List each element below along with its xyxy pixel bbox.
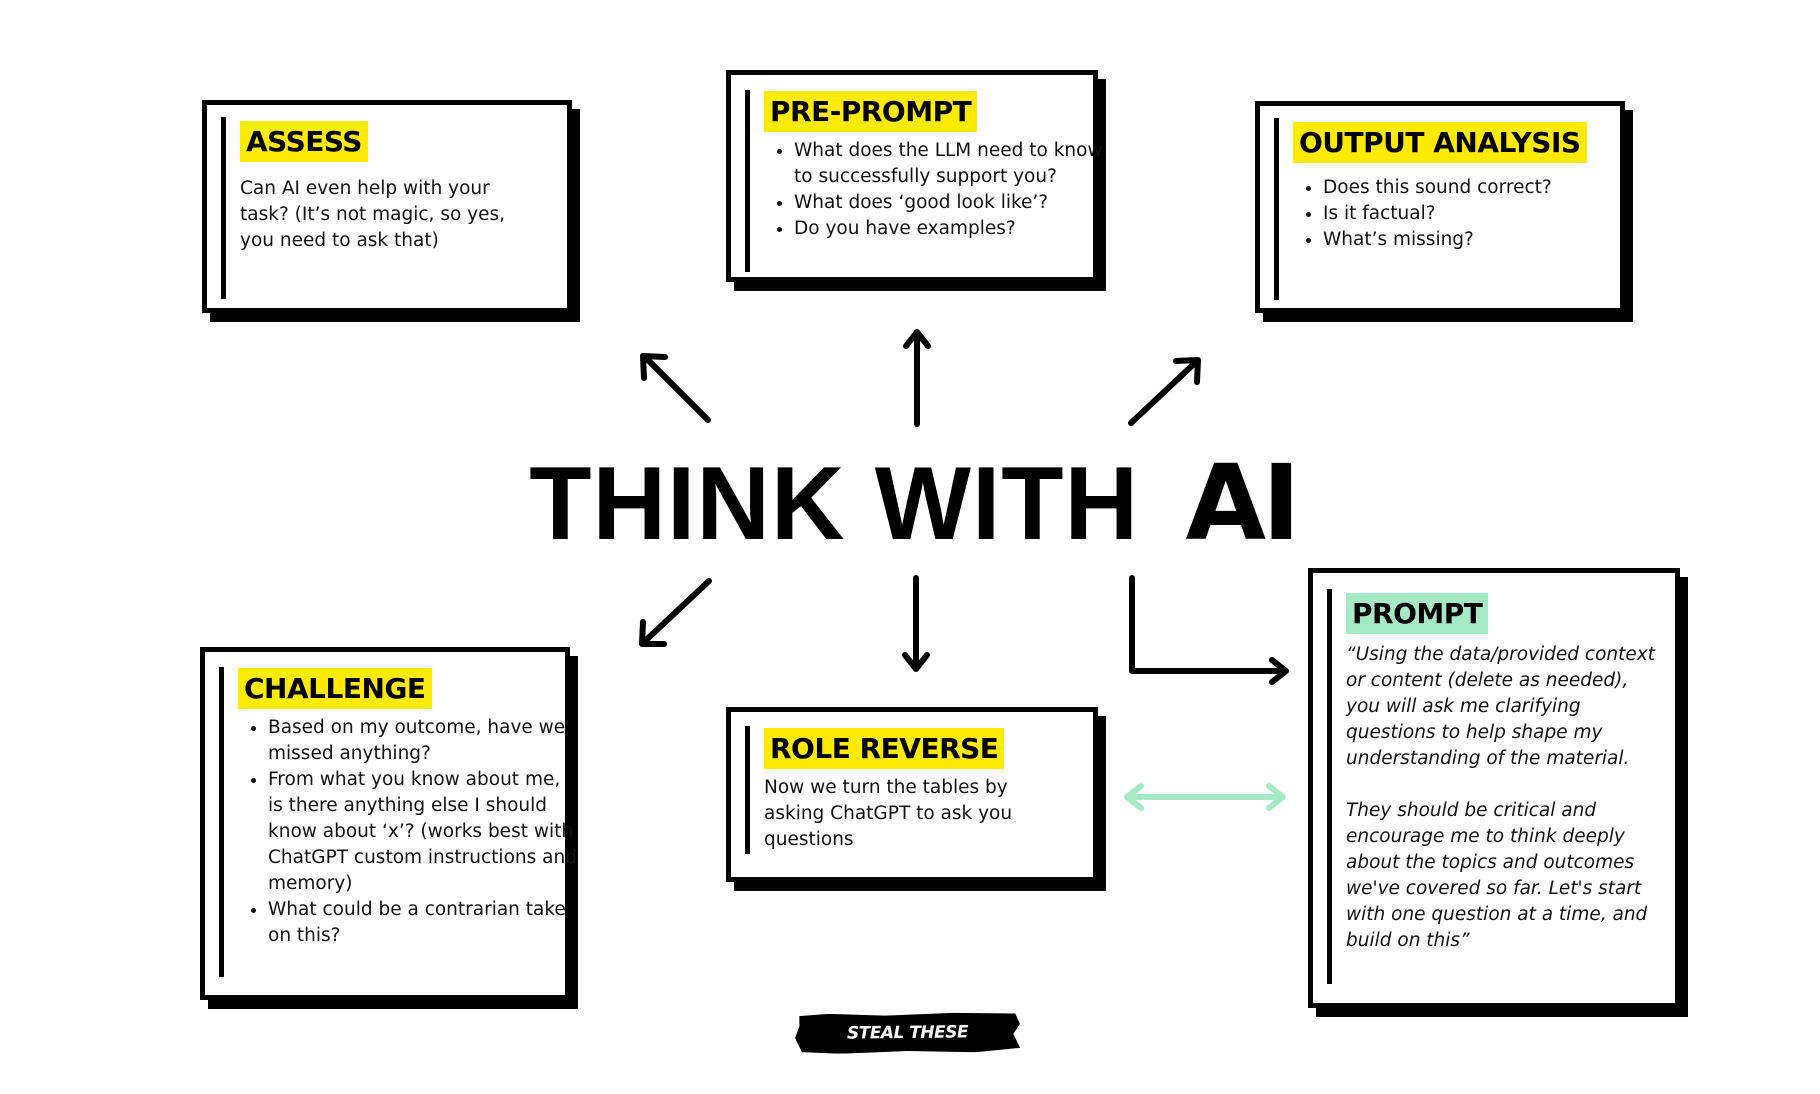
list-item: Based on my outcome, have we missed anyt… <box>268 715 580 767</box>
card-prompt: PROMPT “Using the data/provided context … <box>1308 568 1680 1008</box>
prompt-paragraph: They should be critical and encourage me… <box>1346 800 1648 951</box>
card-heading: PROMPT <box>1346 593 1489 634</box>
list-item: Do you have examples? <box>794 216 1114 242</box>
card-heading: CHALLENGE <box>238 668 432 709</box>
steal-these-thoughts-badge: STEAL THESE THOUGHTS! <box>795 1012 1020 1054</box>
title-think-with: THINK WITH <box>529 446 1140 562</box>
card-list: What does the LLM need to know to succes… <box>764 138 1114 242</box>
accent-bar <box>1327 589 1332 984</box>
card-heading: ASSESS <box>240 121 368 162</box>
card-list: Does this sound correct? Is it factual? … <box>1293 175 1606 253</box>
list-item: Is it factual? <box>1323 201 1606 227</box>
arrow-role-reverse-prompt <box>1124 783 1286 811</box>
card-pre-prompt: PRE-PROMPT What does the LLM need to kno… <box>726 70 1103 282</box>
main-title: THINK WITH AI <box>0 448 1820 559</box>
accent-bar <box>745 726 750 854</box>
card-output-analysis: OUTPUT ANALYSIS Does this sound correct?… <box>1255 101 1625 313</box>
accent-bar <box>1274 118 1279 300</box>
card-list: Based on my outcome, have we missed anyt… <box>238 715 580 949</box>
arrow-to-pre-prompt <box>903 329 931 427</box>
accent-bar <box>745 90 750 272</box>
arrow-to-assess <box>640 353 711 423</box>
card-assess: ASSESS Can AI even help with your task? … <box>202 100 572 313</box>
card-challenge: CHALLENGE Based on my outcome, have we m… <box>200 647 577 1000</box>
prompt-paragraph: “Using the data/provided context or cont… <box>1346 644 1655 769</box>
arrow-to-prompt <box>1129 575 1289 685</box>
accent-bar <box>219 667 224 977</box>
accent-bar <box>221 117 226 299</box>
card-body: Can AI even help with your task? (It’s n… <box>240 178 506 251</box>
list-item: From what you know about me, is there an… <box>268 767 580 897</box>
arrow-to-output-analysis <box>1128 357 1201 426</box>
card-body: Now we turn the tables by asking ChatGPT… <box>764 777 1013 850</box>
card-heading: PRE-PROMPT <box>764 91 978 132</box>
list-item: What does ‘good look like’? <box>794 190 1114 216</box>
card-heading: ROLE REVERSE <box>764 728 1005 769</box>
arrow-to-challenge <box>639 578 712 647</box>
list-item: What’s missing? <box>1323 227 1606 253</box>
list-item: What could be a contrarian take on this? <box>268 897 580 949</box>
card-role-reverse: ROLE REVERSE Now we turn the tables by a… <box>726 707 1098 882</box>
arrow-to-role-reverse <box>902 575 930 672</box>
card-heading: OUTPUT ANALYSIS <box>1293 122 1587 163</box>
list-item: What does the LLM need to know to succes… <box>794 138 1114 190</box>
list-item: Does this sound correct? <box>1323 175 1606 201</box>
title-ai: AI <box>1185 442 1301 564</box>
